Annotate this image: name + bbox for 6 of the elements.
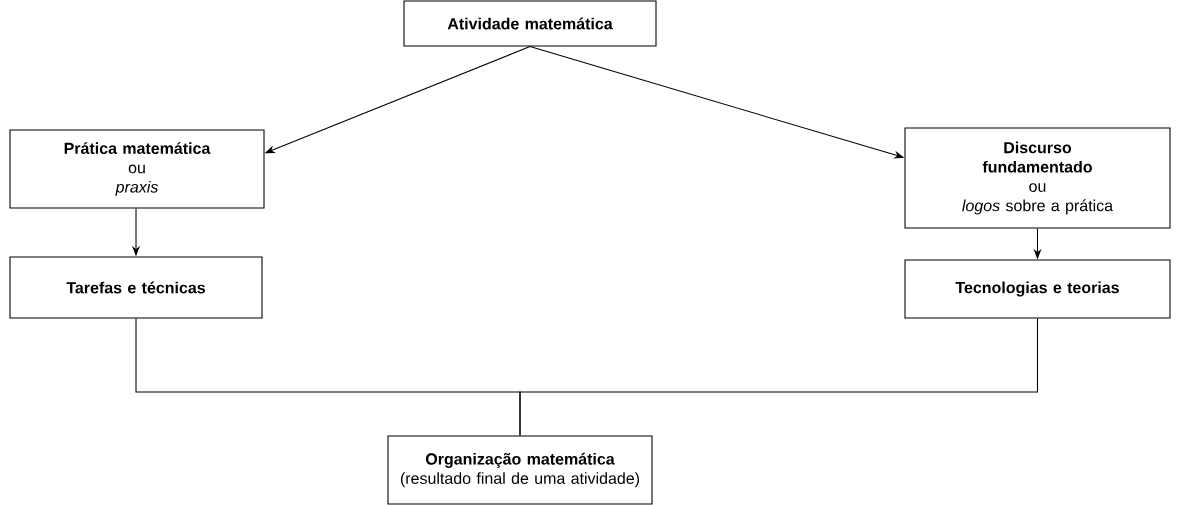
process-box: Tarefas e técnicas — [9, 256, 263, 319]
process-box: Tecnologias e teorias — [904, 259, 1171, 319]
process-box: Atividade matemática — [403, 0, 657, 47]
process-box: Discurso fundamentado ou logos sobre a prática — [904, 127, 1171, 229]
process-box: Organização matemática (resultado final de uma atividade) — [387, 435, 653, 505]
process-box: Prática matemática ou praxis — [9, 129, 265, 209]
